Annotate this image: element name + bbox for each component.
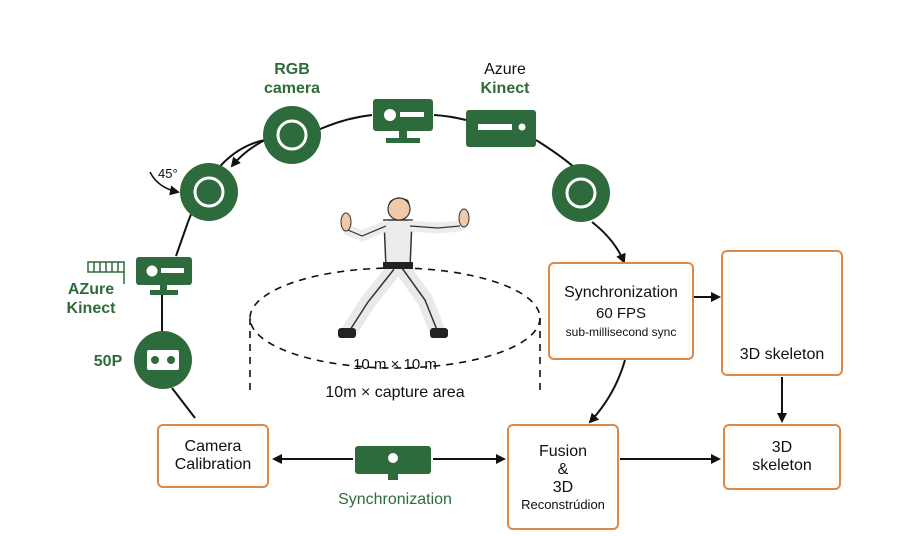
skeleton-top-box: 3D skeleton — [721, 250, 843, 376]
camera-ring-arc-top-right — [433, 114, 467, 121]
kinect-device-icon — [466, 110, 536, 147]
azure-kinect-left-line2: Kinect — [66, 300, 116, 317]
rgb-camera-label: RGB camera — [255, 60, 329, 98]
fifty-p-label: 50P — [93, 353, 123, 370]
fusion-line4: Reconstrúdion — [521, 496, 605, 512]
rgb-camera-label-line1: RGB — [274, 61, 310, 78]
rail-icon — [87, 261, 125, 284]
ring-camera-icon — [263, 106, 321, 164]
skeleton-bottom-box: 3D skeleton — [723, 424, 841, 490]
area-caption-label: 10m × capture area — [325, 384, 465, 401]
calibration-line1: Camera — [184, 438, 242, 455]
azure-kinect-top-label: Azure Kinect — [470, 60, 540, 98]
projector-camera-icon — [355, 446, 431, 480]
skeleton-bottom-line2: skeleton — [752, 457, 812, 474]
figure-icon — [338, 197, 470, 338]
azure-kinect-left-label: AZure Kinect — [58, 280, 124, 318]
arrow-rgb-to-left-cam — [230, 139, 266, 168]
fusion-line1: Fusion — [538, 442, 588, 460]
arrow-sync-to-fusion — [588, 359, 626, 424]
skeleton-top-label: 3D skeleton — [739, 346, 825, 363]
rgb-camera-label-line2: camera — [263, 80, 321, 97]
sync-bottom-label: Synchronization — [338, 491, 452, 508]
azure-kinect-left-line1: AZure — [67, 281, 115, 298]
skeleton-bottom-line1: 3D — [771, 439, 793, 456]
area-inner-label: 10 m × 10 m — [353, 356, 437, 373]
projector-camera-icon — [136, 257, 192, 295]
azure-kinect-top-line1: Azure — [484, 61, 526, 78]
sync-box-detail: sub-millisecond sync — [565, 324, 677, 339]
stereo-camera-icon — [134, 331, 192, 389]
synchronization-box: Synchronization 60 FPS sub-millisecond s… — [548, 262, 694, 360]
projector-camera-icon — [373, 99, 433, 143]
angle-arrow — [149, 171, 180, 196]
capture-area-ellipse — [249, 267, 541, 369]
calibration-line2: Calibration — [174, 456, 252, 473]
fusion-box: Fusion & 3D Reconstrúdion — [507, 424, 619, 530]
camera-ring-arc-right — [535, 139, 576, 169]
angle-label: 45° — [158, 166, 178, 181]
ring-camera-icon — [180, 163, 238, 221]
fusion-line3: 3D — [552, 478, 574, 496]
sync-box-fps: 60 FPS — [595, 304, 647, 322]
fusion-line2: & — [557, 460, 569, 478]
camera-ring-arc-top — [317, 114, 373, 131]
azure-kinect-top-line2: Kinect — [480, 80, 530, 97]
ring-camera-icon — [552, 164, 610, 222]
arrow-right-cam-to-sync — [591, 221, 626, 264]
camera-calibration-box: Camera Calibration — [157, 424, 269, 488]
sync-box-title: Synchronization — [564, 283, 678, 301]
